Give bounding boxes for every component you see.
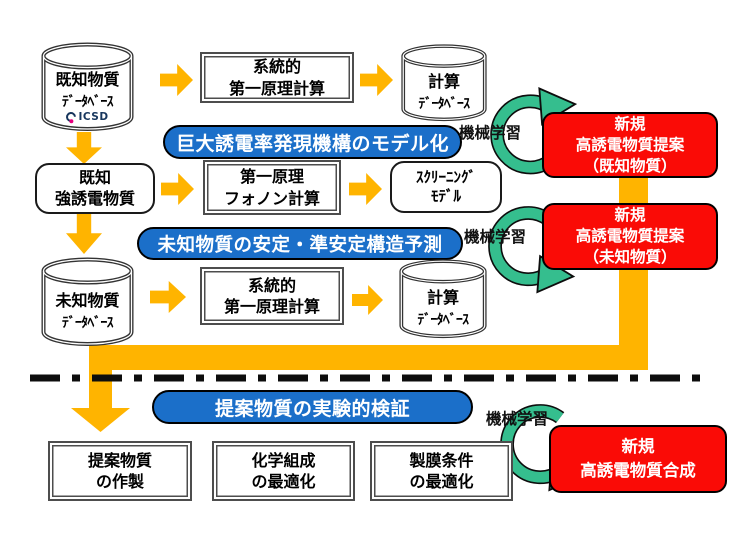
db-unknown-label-line1: 未知物質 <box>55 291 120 310</box>
db-calc1-label-line2: ﾃﾞｰﾀﾍﾞｰｽ <box>418 96 471 112</box>
box-phonon-calc: 第一原理 フォノン計算 <box>203 160 341 215</box>
box-screening-model: ｽｸﾘｰﾆﾝｸﾞ ﾓﾃﾞﾙ <box>390 161 502 213</box>
cylinder-shape <box>399 259 487 339</box>
database-cylinder-known-materials: 既知物質 ﾃﾞｰﾀﾍﾞｰｽ ICSD <box>40 42 135 132</box>
box-label: 第一原理 <box>239 167 304 187</box>
result-line: 高誘電物質合成 <box>580 461 696 480</box>
result-line: 新規 <box>614 206 646 224</box>
machine-learning-label-3: 機械学習 <box>486 410 549 428</box>
icsd-logo-text: ICSD <box>78 110 109 123</box>
result-box-proposal-unknown: 新規 高誘電物質提案 （未知物質） <box>542 203 718 270</box>
box-label: 提案物質 <box>87 450 152 470</box>
box-systematic-calc-2: 系統的 第一原理計算 <box>200 267 344 325</box>
result-line: （既知物質） <box>583 156 677 175</box>
box-label: 化学組成 <box>251 450 316 470</box>
result-line: （未知物質） <box>583 248 677 266</box>
icsd-c-mark-icon <box>64 109 79 124</box>
banner-structure-prediction: 未知物質の安定・準安定構造予測 <box>137 227 463 260</box>
result-box-proposal-known: 新規 高誘電物質提案 （既知物質） <box>542 112 718 178</box>
box-fabrication: 提案物質 の作製 <box>48 441 192 501</box>
machine-learning-label-1: 機械学習 <box>459 124 522 142</box>
yellow-path-arrowhead-icon <box>71 408 130 432</box>
arrow-right-icon <box>360 64 393 96</box>
banner-text: 巨大誘電率発現機構のモデル化 <box>175 132 449 155</box>
box-label: フォノン計算 <box>223 188 320 208</box>
database-cylinder-unknown-materials: 未知物質 ﾃﾞｰﾀﾍﾞｰｽ <box>40 257 135 347</box>
banner-experimental-verification: 提案物質の実験的検証 <box>152 390 473 424</box>
box-label: の作製 <box>95 472 144 491</box>
box-label: 既知 <box>78 167 111 187</box>
box-label: 系統的 <box>247 275 296 295</box>
result-line: 新規 <box>621 437 655 456</box>
box-film-deposition: 製膜条件 の最適化 <box>370 441 513 501</box>
box-label: ｽｸﾘｰﾆﾝｸﾞ <box>415 167 476 186</box>
box-label: の最適化 <box>409 472 474 491</box>
arrow-right-icon <box>160 64 193 96</box>
database-cylinder-calc-1: 計算 ﾃﾞｰﾀﾍﾞｰｽ <box>400 44 488 122</box>
banner-modeling: 巨大誘電率発現機構のモデル化 <box>163 125 462 159</box>
box-chemical-composition: 化学組成 の最適化 <box>212 441 355 501</box>
box-label: ﾓﾃﾞﾙ <box>430 187 461 205</box>
arrow-right-icon <box>349 173 382 205</box>
yellow-path-horizontal <box>89 345 648 370</box>
banner-text: 未知物質の安定・準安定構造予測 <box>157 234 443 256</box>
box-systematic-calc-1: 系統的 第一原理計算 <box>200 52 354 103</box>
arrow-right-icon <box>161 173 194 205</box>
result-line: 高誘電物質提案 <box>575 135 685 154</box>
database-cylinder-calc-2: 計算 ﾃﾞｰﾀﾍﾞｰｽ <box>398 259 488 339</box>
result-box-synthesis: 新規 高誘電物質合成 <box>549 425 727 493</box>
arrow-down-icon <box>66 214 102 254</box>
db-calc1-label-line1: 計算 <box>427 72 460 91</box>
banner-text: 提案物質の実験的検証 <box>214 397 410 420</box>
icsd-logo: ICSD <box>64 109 109 124</box>
box-known-ferroelectrics: 既知 強誘電物質 <box>35 163 155 214</box>
divider-dash-line <box>30 374 706 382</box>
box-label: 第一原理計算 <box>223 297 320 316</box>
cylinder-shape <box>401 44 487 122</box>
box-label: の最適化 <box>251 472 316 491</box>
db-known-label-line2: ﾃﾞｰﾀﾍﾞｰｽ <box>62 93 114 110</box>
arrow-right-icon <box>352 285 383 315</box>
box-label: 第一原理計算 <box>228 78 325 98</box>
box-label: 強誘電物質 <box>54 188 135 208</box>
db-known-label-line1: 既知物質 <box>55 69 120 89</box>
machine-learning-label-2: 機械学習 <box>464 228 527 246</box>
db-unknown-label-line2: ﾃﾞｰﾀﾍﾞｰｽ <box>62 315 114 331</box>
icsd-dot-icon <box>69 118 74 123</box>
box-label: 系統的 <box>252 57 301 77</box>
db-calc2-label-line1: 計算 <box>426 288 459 307</box>
arrow-down-icon <box>66 132 102 164</box>
box-label: 製膜条件 <box>409 450 474 470</box>
cylinder-shape <box>41 42 134 131</box>
cylinder-shape <box>41 257 134 346</box>
result-line: 高誘電物質提案 <box>575 227 685 245</box>
db-calc2-label-line2: ﾃﾞｰﾀﾍﾞｰｽ <box>417 312 470 328</box>
result-line: 新規 <box>614 114 646 133</box>
arrow-right-icon <box>150 281 186 313</box>
